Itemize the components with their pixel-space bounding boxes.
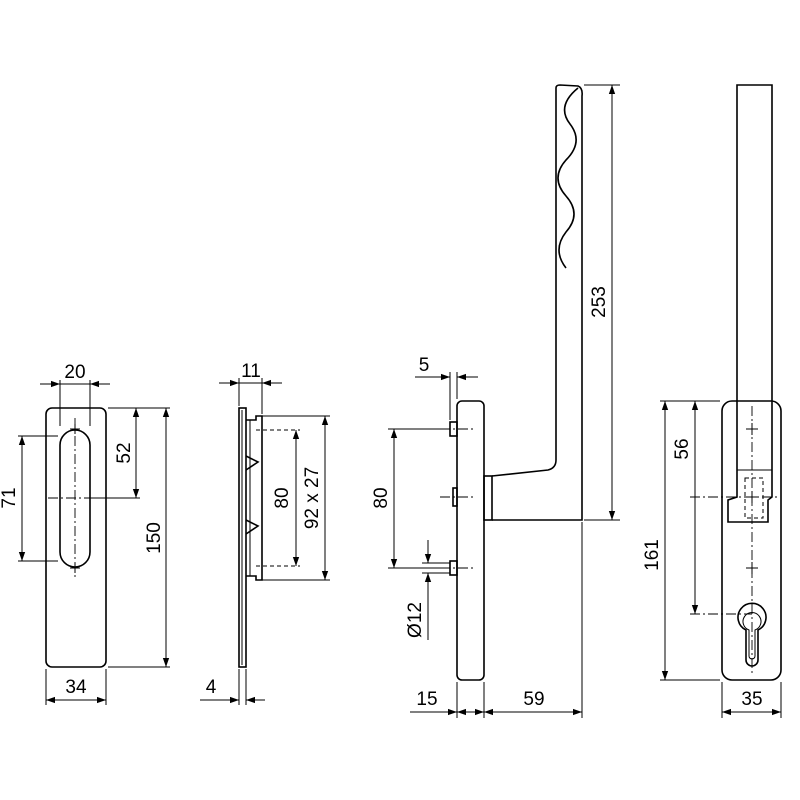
side-clip-upper bbox=[245, 455, 260, 471]
rosette-screw-mark-top bbox=[70, 424, 80, 434]
handle-side-view: 5 80 Ø12 15 59 253 bbox=[371, 84, 620, 718]
front-handle-neck bbox=[744, 477, 764, 519]
front-screw-mark-top bbox=[746, 423, 758, 435]
dim-side-plate-thickness: 4 bbox=[206, 677, 217, 698]
front-handle-bar bbox=[727, 84, 773, 523]
dim-rosette-upper-spacing: 52 bbox=[114, 442, 135, 463]
dim-handle-pin-diameter: Ø12 bbox=[405, 602, 426, 638]
front-screw-mark-middle bbox=[746, 491, 758, 503]
dim-handle-length: 253 bbox=[589, 286, 610, 318]
side-base-plate bbox=[238, 407, 247, 668]
dim-rosette-width: 34 bbox=[65, 677, 87, 698]
dim-front-spacing: 56 bbox=[672, 438, 693, 459]
side-clip-lower bbox=[245, 519, 260, 535]
dim-handle-projection: 59 bbox=[523, 689, 544, 710]
rosette-side-view: 11 80 92 x 27 4 bbox=[200, 361, 330, 705]
dim-handle-hole-spacing: 80 bbox=[371, 487, 392, 508]
handle-lever bbox=[491, 84, 583, 521]
handle-neck bbox=[483, 475, 493, 521]
dim-side-depth: 11 bbox=[241, 361, 261, 382]
dim-rosette-height: 150 bbox=[144, 522, 165, 554]
handle-rosette-body bbox=[456, 400, 485, 681]
front-screw-mark-bottom bbox=[746, 562, 758, 574]
handle-grip-wave bbox=[557, 87, 579, 269]
front-backplate bbox=[721, 400, 782, 681]
dim-side-inner-spacing: 80 bbox=[272, 487, 293, 508]
dim-handle-rosette-depth: 15 bbox=[416, 689, 437, 710]
side-body bbox=[246, 415, 263, 581]
dim-rosette-cutout-height: 71 bbox=[0, 487, 20, 508]
rosette-plate bbox=[45, 407, 107, 668]
handle-front-view: 56 161 35 bbox=[642, 84, 782, 718]
cylinder-keyhole bbox=[737, 602, 767, 667]
rosette-screw-mark-bottom bbox=[70, 563, 80, 573]
dim-side-outer-size: 92 x 27 bbox=[302, 467, 323, 529]
dim-front-height: 161 bbox=[642, 539, 663, 571]
dim-front-width: 35 bbox=[741, 689, 762, 710]
dim-handle-offset: 5 bbox=[419, 355, 430, 376]
rosette-front-view: 20 52 71 150 34 bbox=[0, 362, 170, 705]
dim-rosette-top-width: 20 bbox=[64, 362, 85, 383]
